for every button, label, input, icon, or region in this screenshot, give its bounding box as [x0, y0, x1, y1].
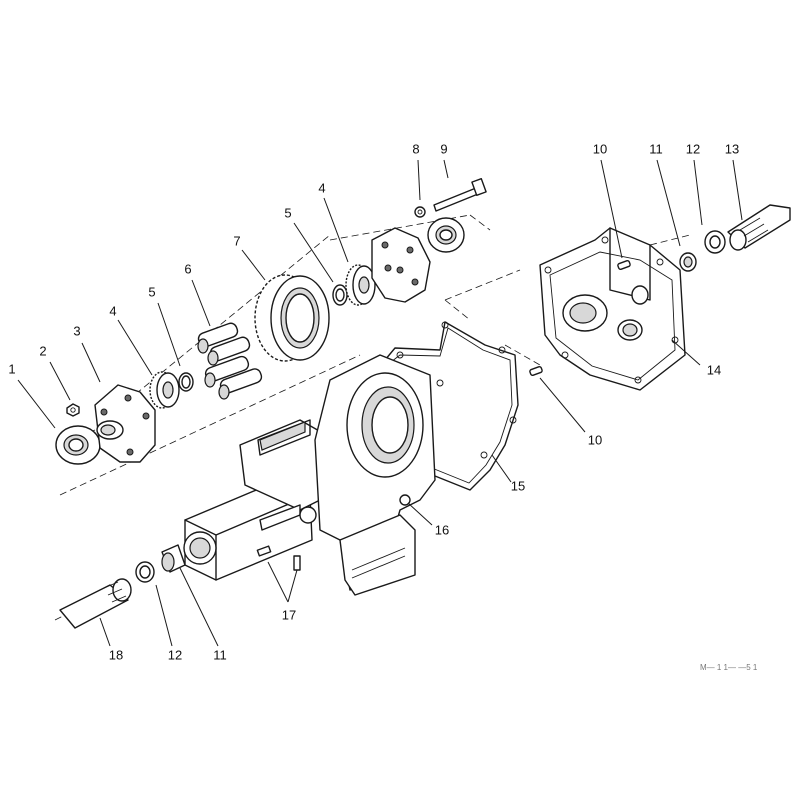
part-output-shaft-left: [59, 578, 132, 629]
part-output-shaft-right: [727, 204, 791, 251]
leader-lines: [17, 159, 743, 647]
callout-4-right: 4: [318, 180, 325, 195]
callout-12-top: 12: [686, 141, 700, 156]
part-nut: [66, 403, 80, 417]
callout-7: 7: [233, 233, 240, 248]
part-bearing-right: [679, 252, 697, 272]
callout-10-bottom: 10: [588, 432, 602, 447]
callout-11-bottom: 11: [213, 647, 227, 662]
part-washer: [414, 206, 426, 218]
part-snap-ring-left: [178, 372, 194, 392]
part-carrier-right: [371, 227, 431, 303]
callout-1: 1: [8, 361, 15, 376]
callout-8: 8: [412, 141, 419, 156]
callout-14: 14: [707, 362, 721, 377]
part-carrier-left: [94, 384, 156, 463]
callout-17: 17: [282, 607, 296, 622]
part-planet-gears: [197, 322, 263, 400]
callout-3: 3: [73, 323, 80, 338]
part-bolt: [433, 178, 487, 212]
callout-10-top: 10: [593, 141, 607, 156]
part-seal-right: [427, 217, 465, 253]
part-spacer-right: [704, 230, 726, 254]
callout-11-top: 11: [649, 141, 663, 156]
part-seal-left: [55, 425, 101, 465]
part-spacer-left: [135, 561, 155, 583]
part-gear-small-right: [345, 264, 376, 306]
part-main-housing: [183, 354, 436, 596]
part-dowel-pins: [529, 259, 631, 377]
callout-16: 16: [435, 522, 449, 537]
callout-6: 6: [184, 261, 191, 276]
callout-labels: 1 2 3 4 5 6 7 5 4 8 9 10 11 12 13 14 10 …: [8, 141, 739, 662]
part-gasket: [384, 321, 519, 491]
part-snap-ring-right: [332, 284, 348, 306]
callout-2: 2: [39, 343, 46, 358]
callout-12-bottom: 12: [168, 647, 182, 662]
callout-5-left: 5: [148, 284, 155, 299]
callout-9: 9: [440, 141, 447, 156]
part-housing-fitting: [399, 494, 411, 506]
assembly-dashed-lines: [54, 214, 691, 621]
part-ring-gear: [254, 274, 330, 362]
callout-15: 15: [511, 478, 525, 493]
callout-4-left: 4: [109, 303, 116, 318]
reference-code: M— 1 1— —5 1: [700, 663, 758, 672]
part-right-cover: [539, 227, 686, 391]
callout-13: 13: [725, 141, 739, 156]
part-gear-small-left: [149, 371, 180, 409]
callout-18: 18: [109, 647, 123, 662]
callout-5-right: 5: [284, 205, 291, 220]
part-bearing-left: [161, 544, 186, 573]
